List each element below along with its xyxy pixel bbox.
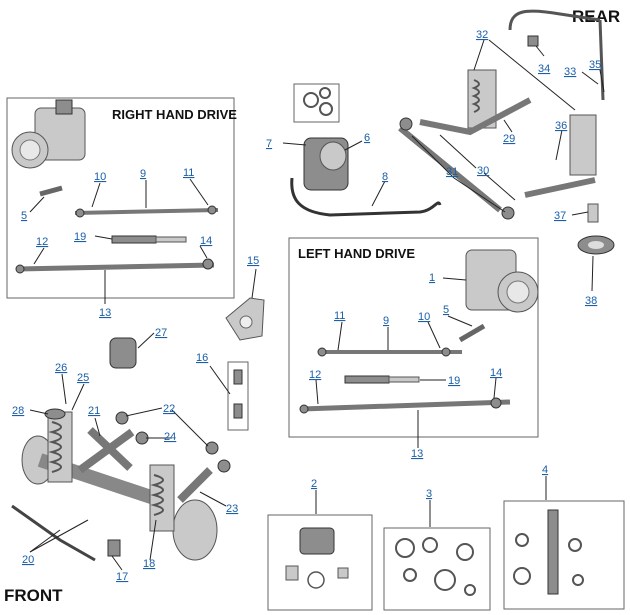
callout-27[interactable]: 27 [155,327,167,339]
callout-4[interactable]: 4 [542,464,548,476]
front-control-arm-lower [77,428,135,474]
callout-12-rhd[interactable]: 12 [36,236,48,248]
rhd-tie-rod-13 [17,262,215,272]
callout-34[interactable]: 34 [538,63,550,75]
front-title: FRONT [4,586,63,605]
rhd-steering-gearbox [11,99,86,169]
rear-sway-bar [508,9,601,31]
callout-19-rhd[interactable]: 19 [74,231,86,243]
rear-suspension [398,9,615,292]
bump-stop [109,332,155,369]
callout-19-lhd[interactable]: 19 [448,375,460,387]
callout-16[interactable]: 16 [196,352,208,364]
lhd-steering-stabilizer [344,375,420,384]
callout-5-rhd[interactable]: 5 [21,210,27,222]
sway-bar-bushing [107,539,121,557]
callout-32[interactable]: 32 [476,29,488,41]
callout-6[interactable]: 6 [364,132,370,144]
callout-29[interactable]: 29 [503,133,515,145]
callout-30[interactable]: 30 [477,165,489,177]
callout-23[interactable]: 23 [226,503,238,515]
front-track-bar [177,467,213,503]
kit-box-3 [383,500,491,611]
spring-isolator [44,408,66,420]
callout-1[interactable]: 1 [429,272,435,284]
callout-13-rhd[interactable]: 13 [99,307,111,319]
rear-bump-stop [587,203,599,223]
rear-control-arm-lower [398,125,502,213]
sway-link-kit [209,361,249,431]
rhd-title: RIGHT HAND DRIVE [112,107,237,122]
callout-9-rhd[interactable]: 9 [140,168,146,180]
callout-35[interactable]: 35 [589,59,601,71]
callout-10-rhd[interactable]: 10 [94,171,106,183]
rhd-frame [6,97,235,299]
lhd-pitman-arm [458,323,486,343]
lhd-steering-gearbox [465,249,539,313]
callout-24[interactable]: 24 [164,431,176,443]
rear-title: REAR [572,7,620,26]
rear-sway-link-bushing [527,35,539,47]
callout-20[interactable]: 20 [22,554,34,566]
callout-22[interactable]: 22 [163,403,175,415]
callout-13-lhd[interactable]: 13 [411,448,423,460]
callout-31[interactable]: 31 [446,166,458,178]
callout-18[interactable]: 18 [143,558,155,570]
callout-21[interactable]: 21 [88,405,100,417]
callout-25[interactable]: 25 [77,372,89,384]
lhd-frame [288,237,539,438]
callout-14-rhd[interactable]: 14 [200,235,212,247]
rear-control-arm-upper [419,97,532,136]
callout-37[interactable]: 37 [554,210,566,222]
callout-9-lhd[interactable]: 9 [383,315,389,327]
callout-10-lhd[interactable]: 10 [418,311,430,323]
power-steering-pump-area [282,83,442,217]
front-sway-bar [11,504,96,562]
callout-11-lhd[interactable]: 11 [334,310,345,322]
callout-12-lhd[interactable]: 12 [309,369,321,381]
callout-labels: 1 2 3 4 5 5 6 7 8 9 9 10 10 11 11 12 12 … [12,29,601,583]
rear-coil-spring [569,114,597,176]
pressure-hose [290,177,442,217]
lhd-tie-rod-13 [301,399,511,412]
rhd-pitman-arm [39,185,63,197]
callout-3[interactable]: 3 [426,488,432,500]
front-hub [172,499,218,561]
rhd-tie-rod-9 [74,208,219,215]
right-hand-drive-box: RIGHT HAND DRIVE [6,97,237,304]
callout-38[interactable]: 38 [585,295,597,307]
callout-17[interactable]: 17 [116,571,128,583]
steering-knuckle [225,268,265,341]
front-suspension [11,373,231,571]
callout-15[interactable]: 15 [247,255,259,267]
callout-5-lhd[interactable]: 5 [443,304,449,316]
callout-8[interactable]: 8 [382,171,388,183]
seal-kit-inset [293,83,340,123]
callout-33[interactable]: 33 [564,66,576,78]
callout-36[interactable]: 36 [555,120,567,132]
rear-track-bar [524,177,596,198]
kit-box-2 [267,490,373,611]
callout-2[interactable]: 2 [311,478,317,490]
callout-26[interactable]: 26 [55,362,67,374]
kit-box-4 [503,476,625,610]
rhd-steering-stabilizer [111,235,187,244]
left-hand-drive-box: LEFT HAND DRIVE [288,237,539,448]
callout-28[interactable]: 28 [12,405,24,417]
callout-14-lhd[interactable]: 14 [490,367,502,379]
callout-7[interactable]: 7 [266,138,272,150]
callout-11-rhd[interactable]: 11 [183,167,194,179]
lhd-title: LEFT HAND DRIVE [298,246,415,261]
